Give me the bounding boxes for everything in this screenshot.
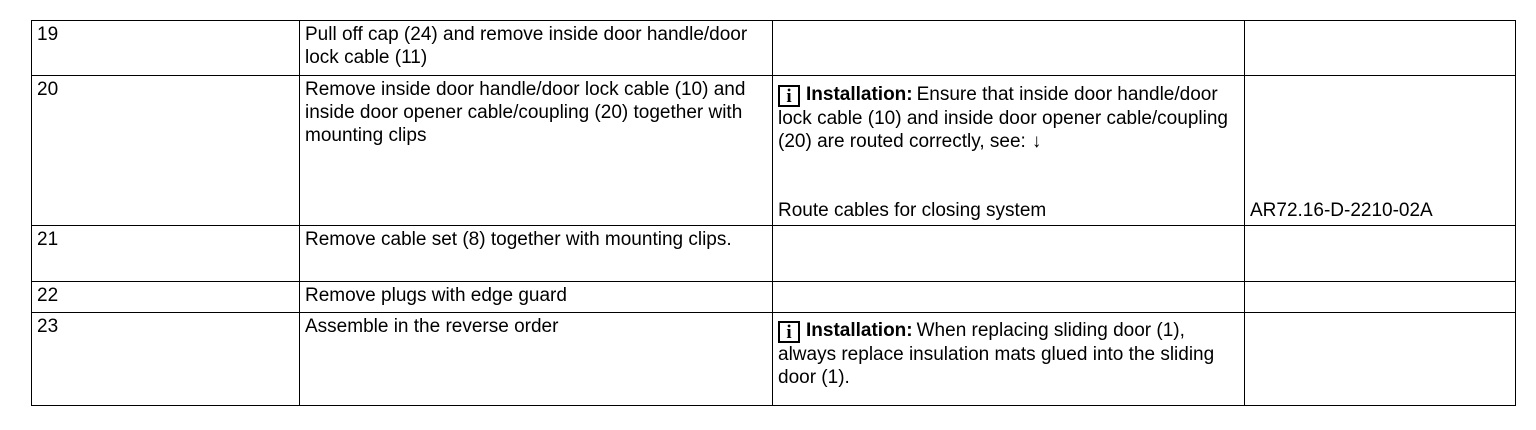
cross-reference-link[interactable]: Route cables for closing system	[778, 200, 1047, 221]
table-row: 19 Pull off cap (24) and remove inside d…	[31, 20, 1516, 76]
document-code[interactable]: AR72.16-D-2210-02A	[1250, 200, 1433, 221]
table-row: 21 Remove cable set (8) together with mo…	[31, 225, 1516, 282]
step-reference-cell	[1244, 20, 1516, 76]
step-number-cell: 20	[31, 75, 300, 226]
table-row: 22 Remove plugs with edge guard	[31, 281, 1516, 313]
step-number-cell: 22	[31, 281, 300, 313]
installation-note-text: Ensure that inside door handle/door lock…	[778, 84, 1228, 152]
info-icon: i	[778, 321, 800, 343]
step-note-cell	[772, 225, 1245, 282]
step-action-cell: Remove inside door handle/door lock cabl…	[299, 75, 773, 226]
step-note-cell: i Installation:When replacing sliding doo…	[772, 312, 1245, 406]
installation-note-text: When replacing sliding door (1), always …	[778, 320, 1215, 388]
step-action-cell: Assemble in the reverse order	[299, 312, 773, 406]
step-number-cell: 19	[31, 20, 300, 76]
procedure-sheet: 19 Pull off cap (24) and remove inside d…	[31, 20, 1516, 406]
step-note-cell	[772, 281, 1245, 313]
table-row: 20 Remove inside door handle/door lock c…	[31, 75, 1516, 226]
table-row: 23 Assemble in the reverse order i Instal…	[31, 312, 1516, 406]
step-note-cell	[772, 20, 1245, 76]
step-action-cell: Remove plugs with edge guard	[299, 281, 773, 313]
step-note-cell: i Installation:Ensure that inside door ha…	[772, 75, 1245, 226]
info-icon: i	[778, 85, 800, 107]
step-reference-cell	[1244, 312, 1516, 406]
step-number-cell: 21	[31, 225, 300, 282]
step-action-cell: Remove cable set (8) together with mount…	[299, 225, 773, 282]
step-reference-cell	[1244, 225, 1516, 282]
installation-label: Installation:	[806, 84, 913, 105]
step-reference-cell	[1244, 281, 1516, 313]
step-reference-cell: AR72.16-D-2210-02A	[1244, 75, 1516, 226]
arrow-down-icon[interactable]: ↓	[1031, 131, 1042, 152]
procedure-steps-table: 19 Pull off cap (24) and remove inside d…	[31, 20, 1516, 406]
installation-note: i Installation:Ensure that inside door ha…	[778, 78, 1240, 153]
step-number-cell: 23	[31, 312, 300, 406]
step-action-cell: Pull off cap (24) and remove inside door…	[299, 20, 773, 76]
installation-note: i Installation:When replacing sliding doo…	[778, 315, 1240, 389]
installation-label: Installation:	[806, 320, 913, 341]
